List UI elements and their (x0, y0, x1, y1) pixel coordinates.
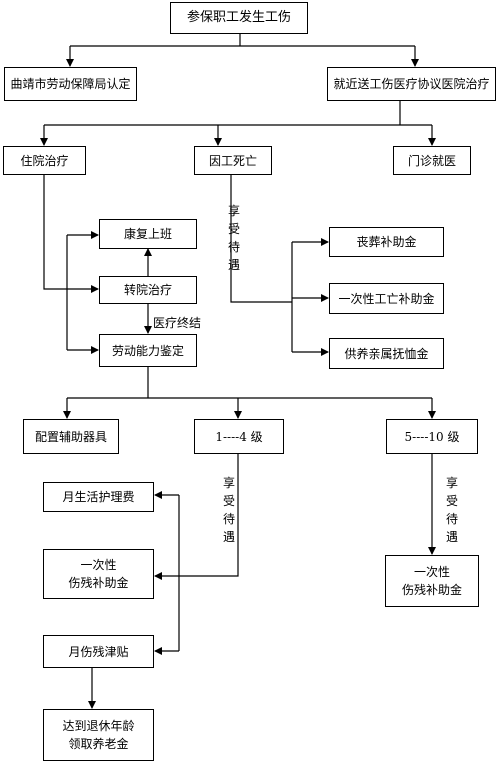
box-grade-5-10-label: 5----10 级 (404, 429, 460, 444)
box-disability-once-right-line1: 一次性 (413, 565, 450, 579)
box-ability: 劳动能力鉴定 (99, 334, 197, 367)
box-dependents: 供养亲属抚恤金 (329, 338, 444, 369)
box-root: 参保职工发生工伤 (170, 2, 308, 34)
box-grade-5-10: 5----10 级 (386, 419, 478, 454)
box-bureau-label: 曲靖市劳动保障局认定 (10, 77, 131, 91)
label-enjoy-benefits-death: 享 受 待 遇 (227, 204, 240, 272)
box-care-fee-label: 月生活护理费 (62, 490, 135, 504)
label-treatment-end: 医疗终结 (153, 316, 202, 330)
box-aids-label: 配置辅助器具 (34, 429, 107, 444)
box-retire-line1: 达到退休年龄 (62, 719, 135, 733)
box-monthly-allowance-label: 月伤残津贴 (68, 644, 129, 659)
box-disability-once-left: 一次性 伤残补助金 (43, 549, 154, 599)
box-disability-once-left-line2: 伤残补助金 (68, 576, 129, 590)
label-enjoy-benefits-grade-1-4: 享 受 待 遇 (222, 476, 235, 544)
box-retire-line2: 领取养老金 (68, 737, 129, 751)
box-aids: 配置辅助器具 (23, 419, 119, 454)
box-death-subsidy-label: 一次性工亡补助金 (338, 291, 435, 306)
box-death-label: 因工死亡 (208, 153, 257, 168)
box-hospital-label: 就近送工伤医疗协议医院治疗 (333, 77, 490, 91)
box-inpatient-label: 住院治疗 (20, 153, 69, 168)
box-ability-label: 劳动能力鉴定 (111, 343, 184, 358)
box-funeral-label: 丧葬补助金 (356, 235, 417, 249)
box-disability-once-right: 一次性 伤残补助金 (385, 555, 479, 607)
box-outpatient-label: 门诊就医 (407, 153, 456, 168)
box-inpatient: 住院治疗 (3, 146, 86, 175)
box-monthly-allowance: 月伤残津贴 (43, 635, 154, 668)
box-transfer-label: 转院治疗 (123, 283, 172, 297)
box-return-work: 康复上班 (99, 219, 197, 249)
box-dependents-label: 供养亲属抚恤金 (344, 346, 429, 361)
box-outpatient: 门诊就医 (393, 146, 471, 175)
box-disability-once-left-line1: 一次性 (80, 558, 117, 572)
box-care-fee: 月生活护理费 (43, 482, 154, 512)
box-funeral: 丧葬补助金 (329, 227, 444, 257)
box-bureau: 曲靖市劳动保障局认定 (4, 67, 137, 101)
box-return-work-label: 康复上班 (123, 227, 172, 241)
box-disability-once-right-line2: 伤残补助金 (401, 583, 462, 597)
box-grade-1-4: 1----4 级 (194, 419, 284, 454)
box-transfer: 转院治疗 (99, 276, 197, 304)
box-retire: 达到退休年龄 领取养老金 (43, 709, 154, 761)
box-grade-1-4-label: 1----4 级 (215, 429, 263, 444)
box-death-subsidy: 一次性工亡补助金 (329, 283, 444, 314)
box-hospital: 就近送工伤医疗协议医院治疗 (327, 67, 496, 101)
box-death: 因工死亡 (194, 146, 272, 175)
label-enjoy-benefits-grade-5-10: 享 受 待 遇 (445, 476, 458, 544)
box-root-label: 参保职工发生工伤 (186, 10, 291, 26)
